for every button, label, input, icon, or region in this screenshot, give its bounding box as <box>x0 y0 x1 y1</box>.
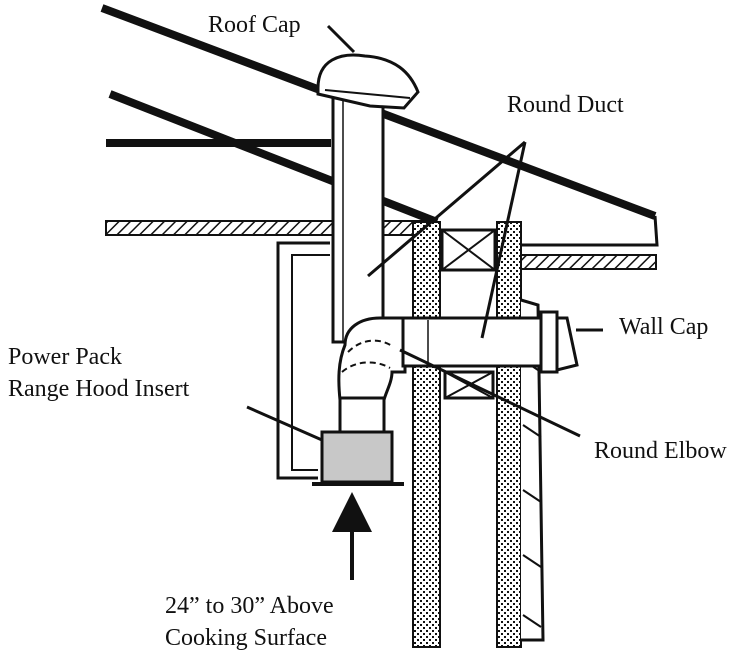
lower-duct <box>338 396 386 434</box>
roof-cap <box>316 53 420 110</box>
leader-lines <box>246 24 603 442</box>
clearance-label-line2: Cooking Surface <box>165 625 327 651</box>
round-duct-label: Round Duct <box>507 92 624 118</box>
roof-cap-label: Roof Cap <box>208 12 301 38</box>
range-hood-insert <box>312 430 404 486</box>
range-hood-insert-label: Range Hood Insert <box>8 376 190 402</box>
round-elbow-label: Round Elbow <box>594 438 727 464</box>
vertical-round-duct <box>331 90 385 344</box>
exterior-wall <box>412 221 522 648</box>
wall-cap <box>539 310 579 374</box>
horizontal-round-duct <box>401 316 543 368</box>
cabinet-outline <box>276 241 330 480</box>
lap-siding <box>520 298 545 642</box>
power-pack-label: Power Pack <box>8 344 122 370</box>
clearance-label-line1: 24” to 30” Above <box>165 593 334 619</box>
wall-cap-label: Wall Cap <box>619 314 708 340</box>
round-elbow <box>337 316 407 402</box>
